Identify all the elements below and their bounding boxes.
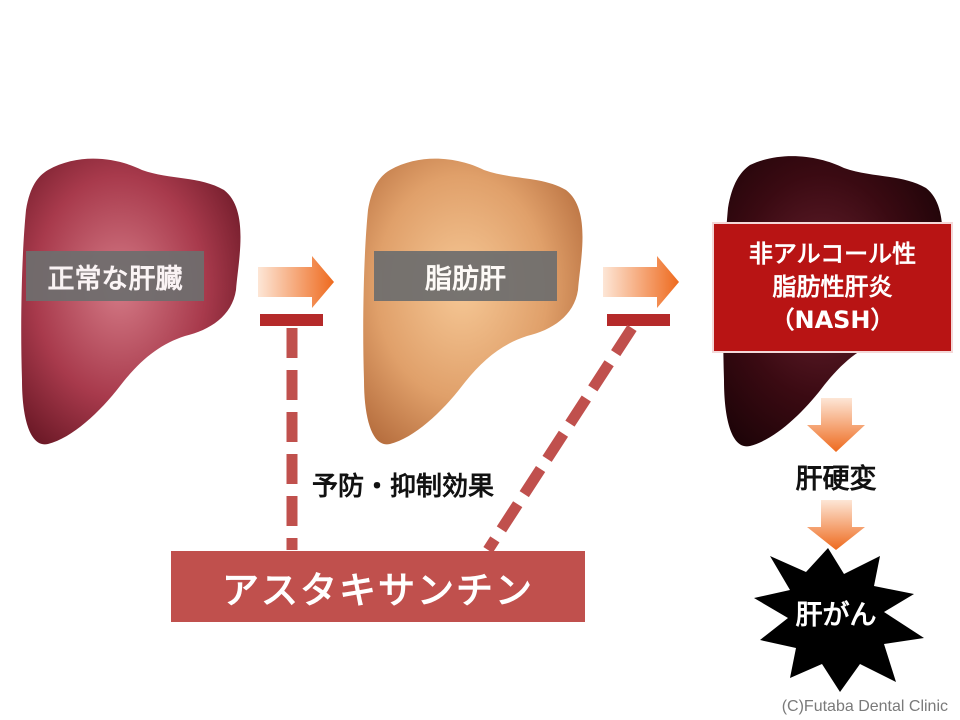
nash-label-line1: 非アルコール性 — [748, 240, 917, 268]
cancer-starburst — [754, 548, 924, 692]
arrow-cirrhosis-to-cancer — [807, 500, 865, 550]
fatty-liver-shape — [363, 158, 583, 445]
copyright-text: (C)Futaba Dental Clinic — [781, 698, 948, 715]
effect-label: 予防・抑制効果 — [312, 472, 495, 502]
fatty-liver-label: 脂肪肝 — [374, 251, 557, 301]
normal-liver-label: 正常な肝臓 — [26, 251, 204, 301]
nash-label-line2: 脂肪性肝炎 — [772, 273, 893, 301]
nash-label-box: 非アルコール性 脂肪性肝炎 （NASH） — [712, 222, 953, 353]
inhibit-bar-1 — [260, 314, 323, 326]
astaxanthin-label: アスタキサンチン — [171, 551, 585, 622]
cancer-label: 肝がん — [795, 599, 877, 631]
arrow-fatty-to-nash — [603, 256, 679, 308]
arrow-normal-to-fatty — [258, 256, 334, 308]
inhibit-bar-2 — [607, 314, 670, 326]
cirrhosis-label: 肝硬変 — [795, 464, 877, 495]
normal-liver-shape — [21, 158, 241, 445]
nash-label-line3: （NASH） — [770, 306, 895, 334]
arrow-nash-to-cirrhosis — [807, 398, 865, 452]
inhibit-line-2 — [483, 325, 637, 553]
